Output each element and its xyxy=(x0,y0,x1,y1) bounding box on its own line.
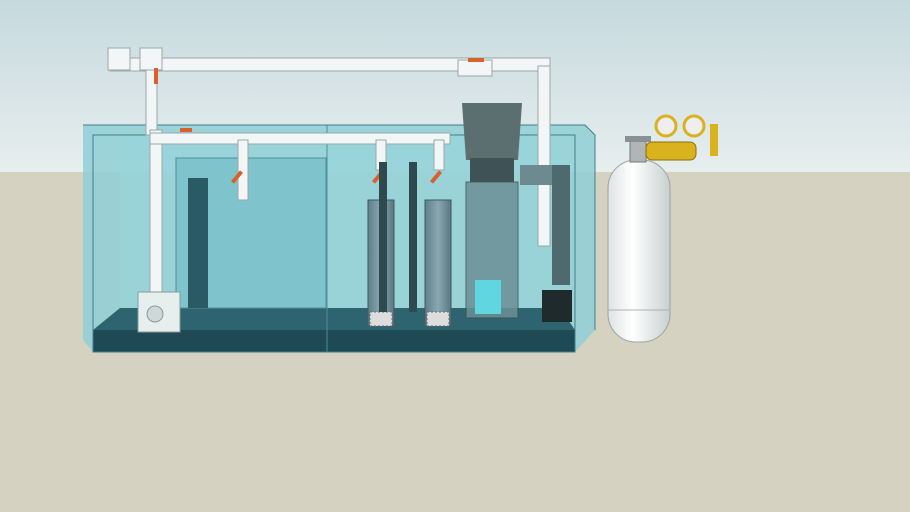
sump-tank xyxy=(83,124,596,353)
pressure-gauge-icon xyxy=(682,114,706,138)
pressure-gauge-icon xyxy=(654,114,678,138)
co2-regulator xyxy=(645,114,718,161)
skimmer-pump xyxy=(542,290,572,322)
media-reactors xyxy=(367,162,452,327)
plumbing xyxy=(107,47,551,301)
baffle xyxy=(188,178,208,308)
protein-skimmer xyxy=(462,103,572,322)
co2-cylinder xyxy=(607,136,671,343)
